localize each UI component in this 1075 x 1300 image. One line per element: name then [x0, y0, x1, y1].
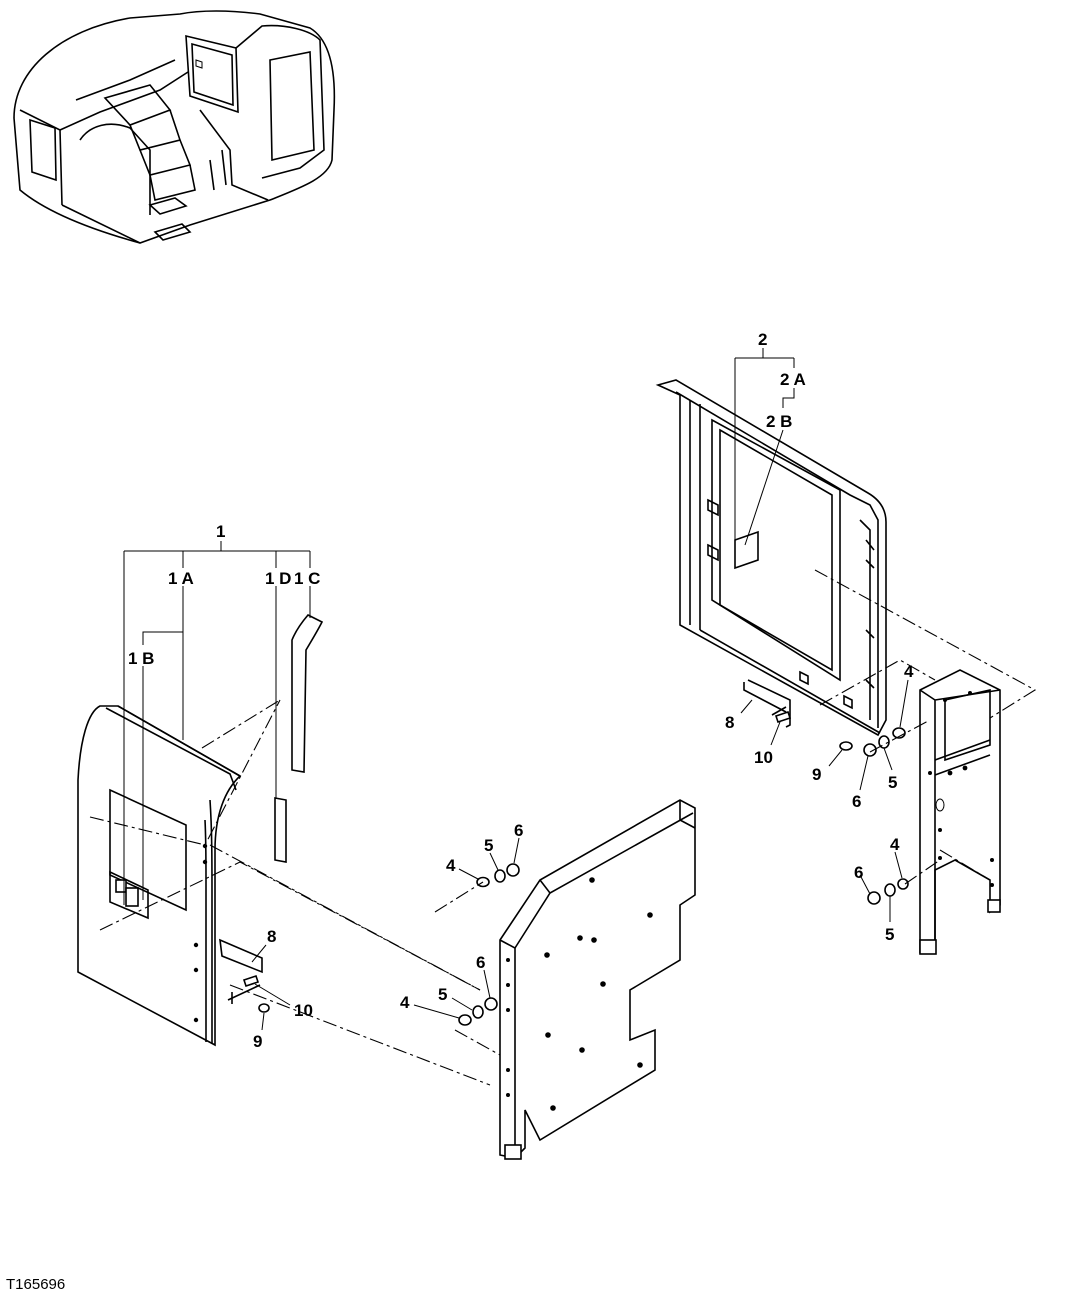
- right-support-post: [919, 669, 1001, 955]
- callout-4-right-lower: 4: [890, 835, 900, 854]
- callout-10-right: 10: [754, 748, 773, 767]
- left-side-cover-panel: [77, 705, 263, 1047]
- callout-leader-lines: [123, 348, 909, 1031]
- callout-5-center-lower: 5: [438, 985, 447, 1004]
- hardware-fasteners: [242, 710, 909, 1026]
- callout-1a: 1 A: [168, 569, 194, 588]
- figure-id: T165696: [6, 1276, 66, 1293]
- callout-8-left: 8: [267, 927, 276, 946]
- center-support-bracket: [499, 799, 696, 1160]
- callout-6-center-upper: 6: [514, 821, 523, 840]
- callout-5-right-upper: 5: [888, 773, 897, 792]
- machine-overview-illustration: [13, 10, 336, 244]
- callout-10-left: 10: [294, 1001, 313, 1020]
- callout-4-center-upper: 4: [446, 856, 456, 875]
- callout-9-right: 9: [812, 765, 821, 784]
- callout-1c: 1 C: [294, 569, 320, 588]
- callout-2a: 2 A: [780, 370, 806, 389]
- callout-6-center-lower: 6: [476, 953, 485, 972]
- callout-8-right: 8: [725, 713, 734, 732]
- callout-labels: 1 1 A 1 D 1 C 1 B 2 2 A 2 B 4 5 6 4 5 6 …: [128, 330, 914, 1051]
- callout-6-right-upper: 6: [852, 792, 861, 811]
- rear-frame-panel: [655, 379, 887, 737]
- callout-1d: 1 D: [265, 569, 291, 588]
- callout-1: 1: [216, 522, 225, 541]
- callout-1b: 1 B: [128, 649, 154, 668]
- callout-9-left: 9: [253, 1032, 262, 1051]
- callout-4-center-lower: 4: [400, 993, 410, 1012]
- callout-6-right-lower: 6: [854, 863, 863, 882]
- callout-5-center-upper: 5: [484, 836, 493, 855]
- callout-4-right-upper: 4: [904, 662, 914, 681]
- seal-strip-parts: [274, 614, 324, 863]
- callout-2: 2: [758, 330, 767, 349]
- alignment-lines: [89, 569, 1037, 1086]
- callout-5-right-lower: 5: [885, 925, 894, 944]
- callout-2b: 2 B: [766, 412, 792, 431]
